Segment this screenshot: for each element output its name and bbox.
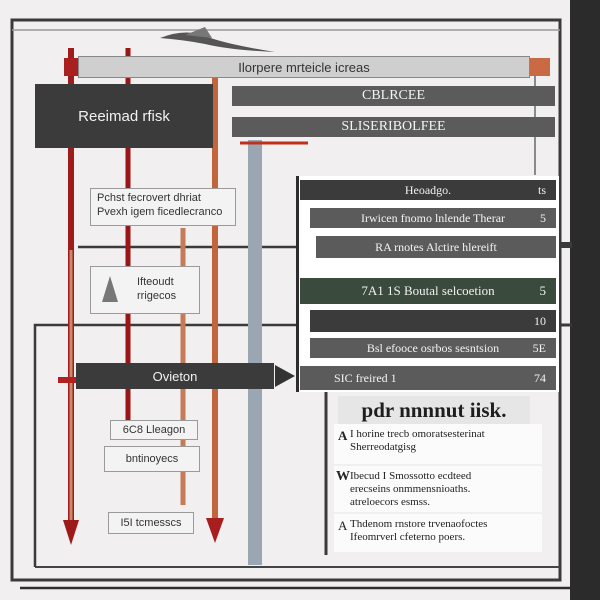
section-title: pdr nnnnut iisk. xyxy=(338,396,530,424)
bullet-2: W Ibecud I Smossotto ecdteed erecseins o… xyxy=(334,466,542,512)
bottom-label: I5I tcmesscs xyxy=(108,512,194,534)
bottom-left-note-2: bntinoyecs xyxy=(104,446,200,472)
right-top-bar-1: CBLRCEE xyxy=(232,86,555,106)
left-note-1: Pchst fecrovert dhriat Pvexh igem ficedl… xyxy=(90,188,236,226)
table-row-1: Heoadgo.ts xyxy=(300,180,556,200)
bullet-3: A Thdenom rnstore trvenaofoctes Ifeomrve… xyxy=(334,514,542,552)
top-bar-orange-cap xyxy=(530,58,550,76)
top-bar-red-cap xyxy=(64,58,78,76)
right-top-bar-2: SLISERIBOLFEE xyxy=(232,117,555,137)
bullet-1: A I horine trecb omoratsesterinat Sherre… xyxy=(334,424,542,464)
warning-icon xyxy=(102,276,118,302)
top-bar: Ilorpere mrteicle icreas xyxy=(78,56,530,78)
table-row-5: 10 xyxy=(310,310,556,332)
bottom-left-note-1: 6C8 Lleagon xyxy=(110,420,198,440)
left-header-box: Reeimad rfisk xyxy=(35,84,213,148)
table-row-3: RA rnotes Alctire hlereift xyxy=(316,236,556,258)
center-bar: Ovieton xyxy=(76,363,274,389)
